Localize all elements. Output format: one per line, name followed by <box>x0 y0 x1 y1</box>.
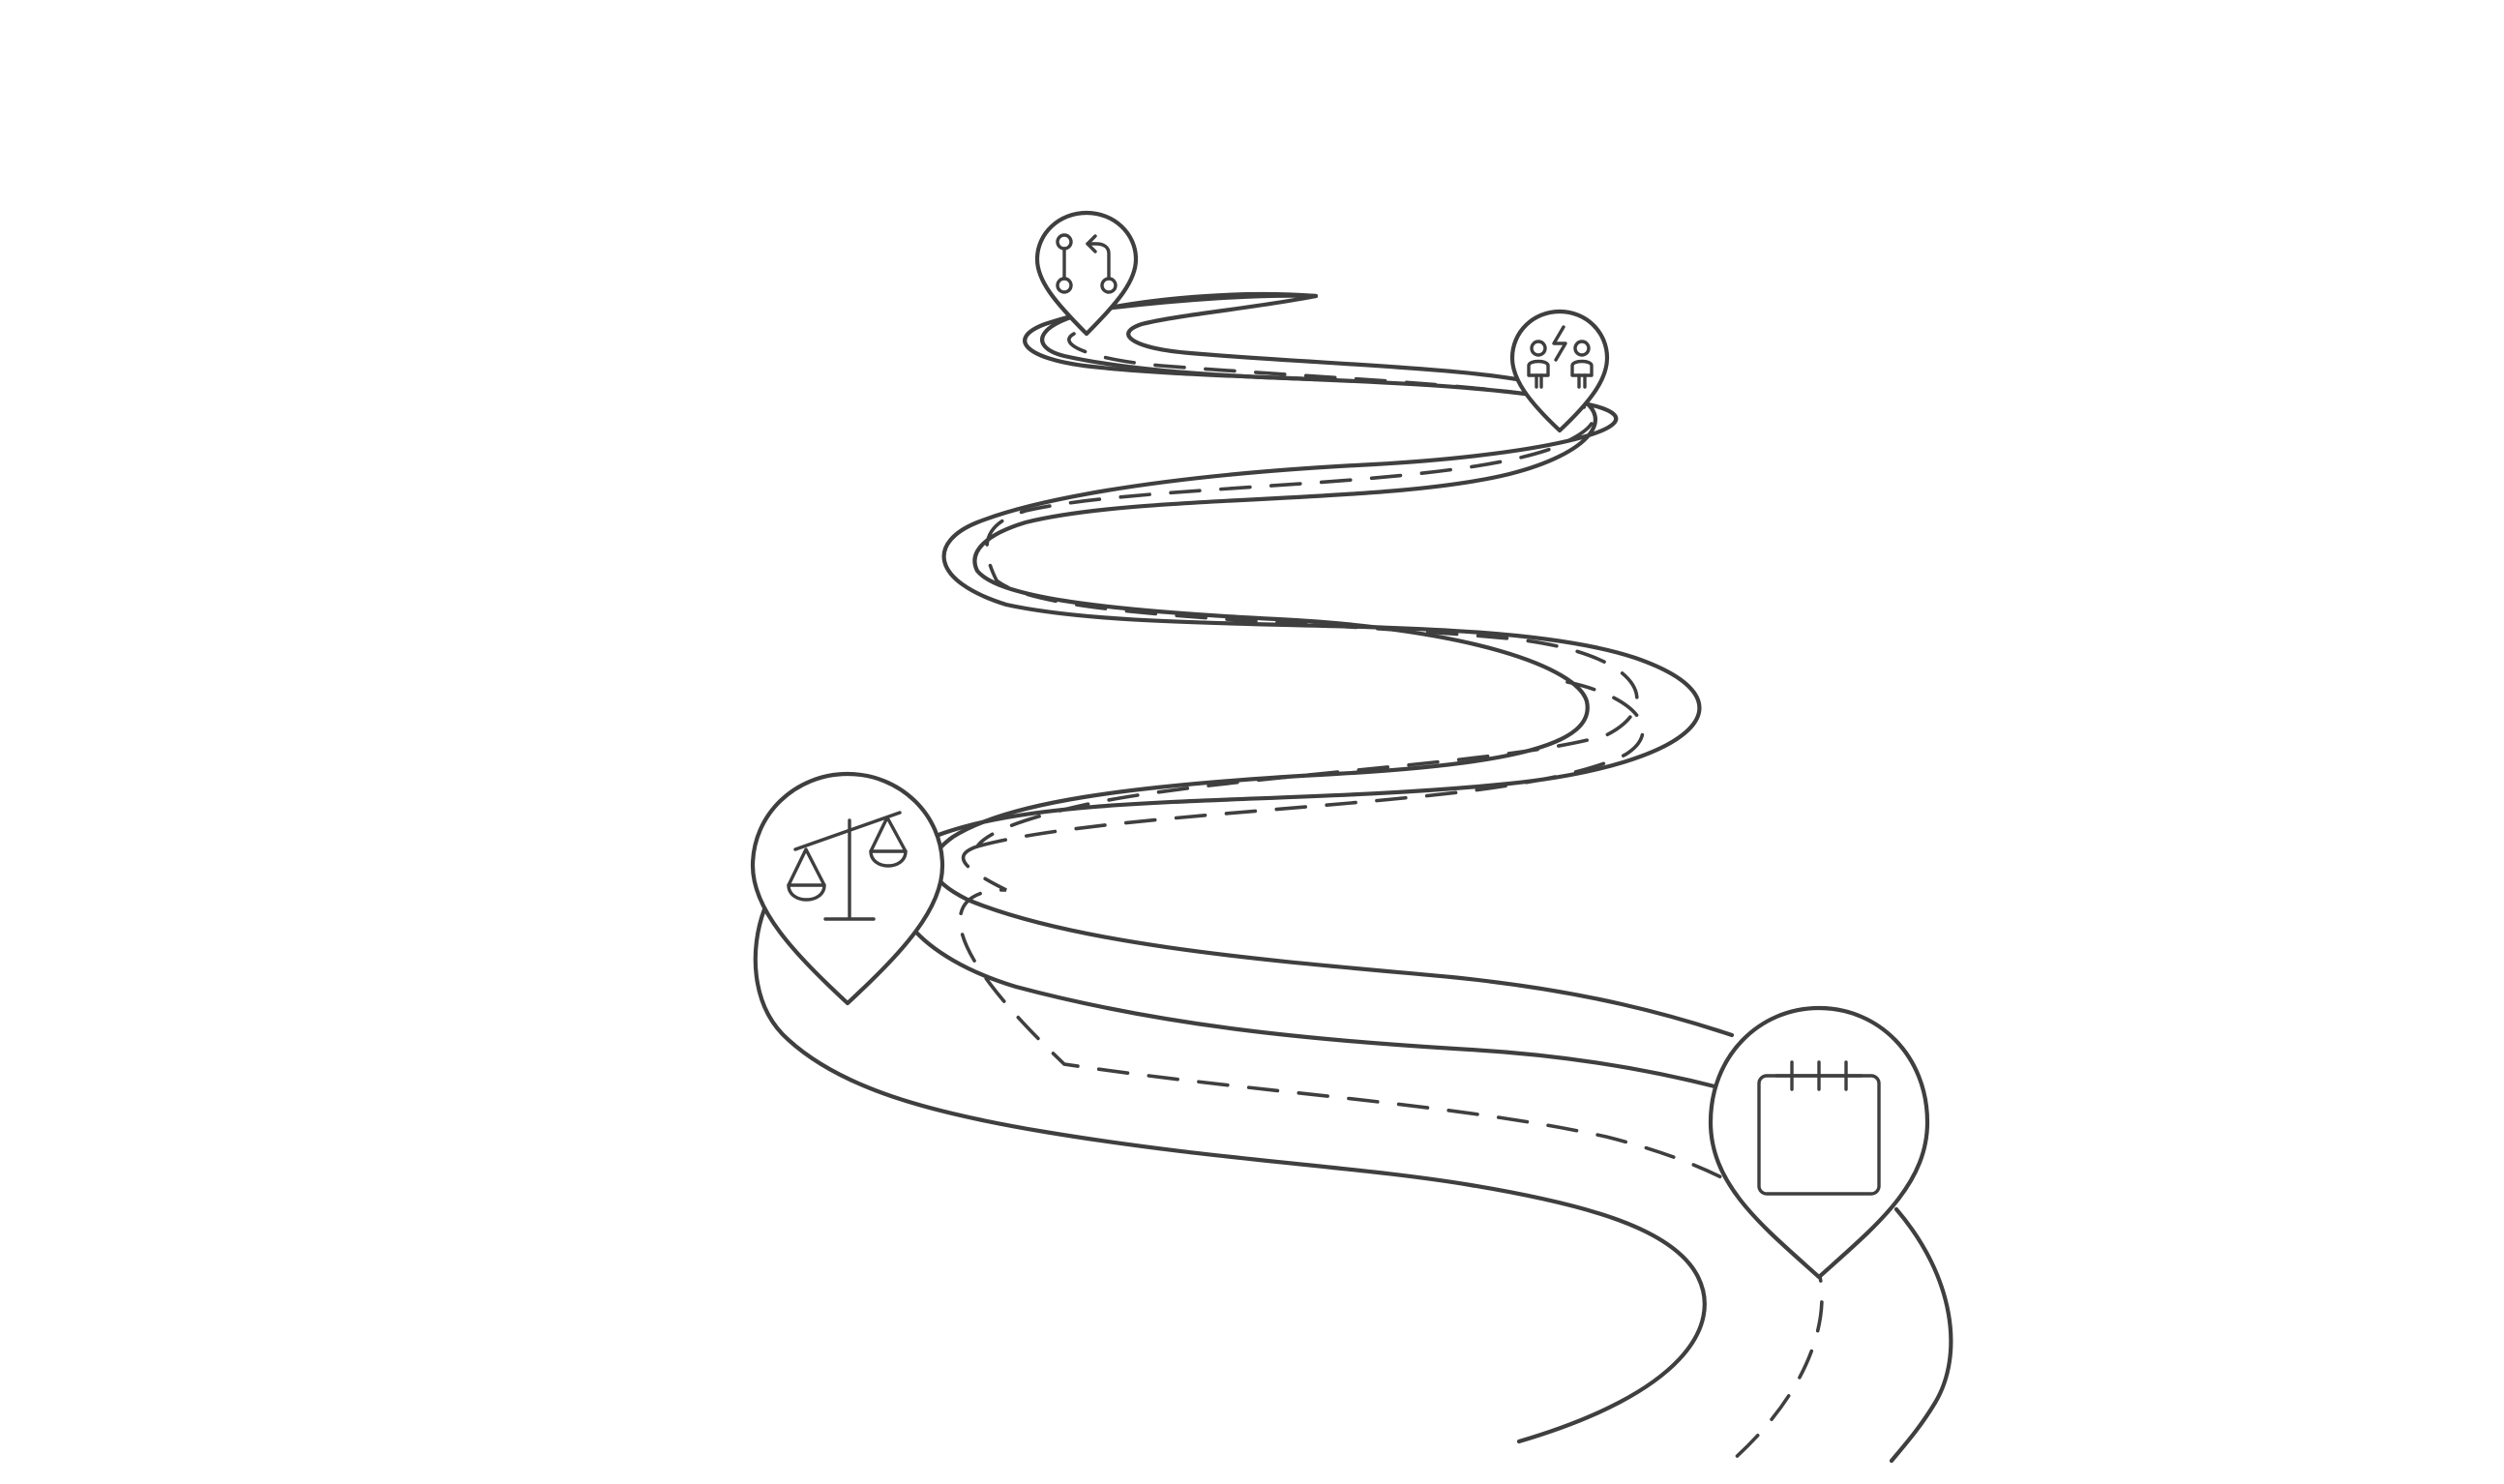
road-center-line-lower <box>960 846 1822 1461</box>
milestone-pin-4[interactable] <box>1711 1008 1927 1277</box>
pin-shape <box>1037 213 1136 334</box>
road-edge-lower-right <box>1892 1209 1951 1461</box>
road-edge-outer <box>896 294 1722 1088</box>
milestone-pin-1[interactable] <box>1037 213 1136 334</box>
road-edge-inner <box>933 296 1732 1035</box>
milestone-pin-3[interactable] <box>753 774 942 1003</box>
pin-shape <box>1711 1008 1927 1277</box>
pin-shape <box>753 774 942 1003</box>
road-center-line-mid <box>977 682 1643 846</box>
road-edge-lower-outer <box>756 909 1705 1441</box>
